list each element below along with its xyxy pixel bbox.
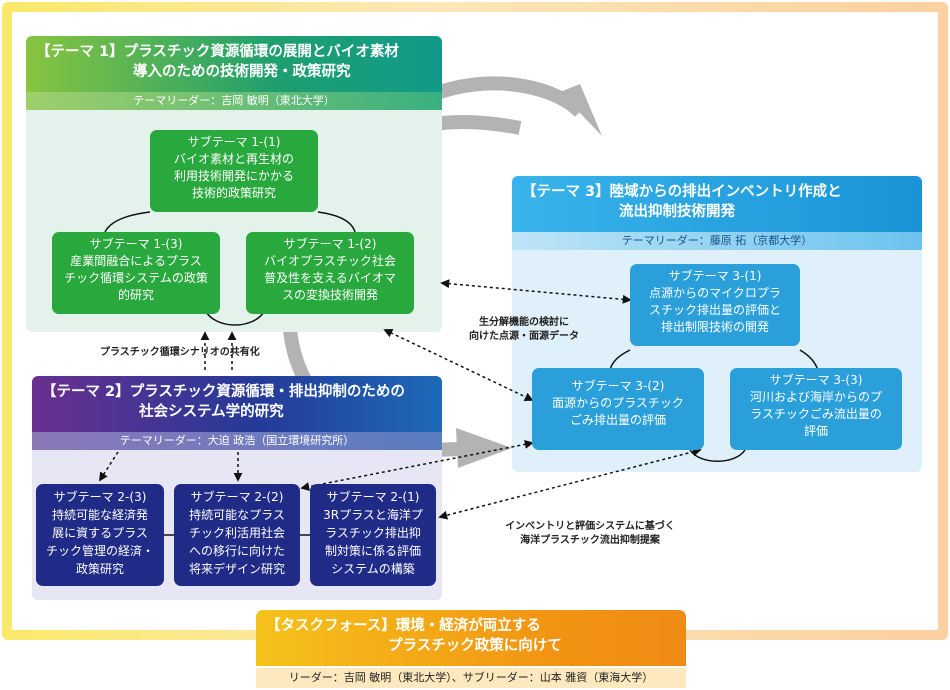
cycle-arrow-top — [437, 76, 586, 118]
theme3-cycle-arc — [689, 449, 746, 462]
theme3-header: 【テーマ 3】陸域からの排出インベントリ作成と 流出抑制技術開発 — [512, 176, 922, 232]
subtheme-1-2-line2: 普及性を支えるバイオマ — [264, 271, 396, 285]
theme3-title-line2: 流出抑制技術開発 — [619, 204, 735, 220]
taskforce-leader: リーダー：吉岡 敏明（東北大学）、サブリーダー：山本 雅資（東海大学） — [256, 668, 686, 688]
subtheme-3-2-line1: 面源からのプラスチック — [552, 396, 684, 410]
note-biodegradation: 生分解機能の検討に 向けた点源・面源データ — [444, 316, 604, 344]
subtheme-3-1-line3: 排出制限技術の開発 — [660, 320, 769, 334]
note-inventory: インベントリと評価システムに基づく 海洋プラスチック流出抑制提案 — [470, 520, 710, 548]
theme2-title-line2: 社会システム学的研究 — [139, 404, 284, 420]
subtheme-3-1-title: サブテーマ 3-(1) — [668, 269, 762, 283]
subtheme-1-1-line3: 技術的政策研究 — [191, 186, 276, 200]
subtheme-2-3-line1: 持続可能な経済発 — [51, 508, 148, 522]
arrow-3-2-to-2-2 — [300, 439, 534, 492]
note-inventory-line1: インベントリと評価システムに基づく — [505, 521, 675, 532]
taskforce-title-line2: プラスチック政策に向けて — [388, 638, 562, 654]
subtheme-2-2-title: サブテーマ 2-(2) — [190, 490, 284, 504]
cycle-arrow-top-head — [560, 84, 602, 136]
subtheme-2-1-line4: システムの構築 — [331, 562, 415, 576]
subtheme-2-3: サブテーマ 2-(3) 持続可能な経済発 展に資するプラス チック管理の経済・ … — [36, 484, 164, 586]
arrow-1-2-to-3-1 — [440, 279, 632, 304]
theme1-cycle-arc — [204, 309, 266, 326]
subtheme-2-3-line2: 展に資するプラス — [52, 526, 148, 540]
subtheme-1-2-line3: スの変換技術開発 — [281, 288, 378, 302]
theme2-header: 【テーマ 2】プラスチック資源循環・排出抑制のための 社会システム学的研究 — [32, 376, 442, 432]
subtheme-2-2-line4: 将来デザイン研究 — [188, 562, 285, 576]
subtheme-3-3-line3: 評価 — [803, 424, 828, 438]
subtheme-2-1-line2: ラスチック排出抑 — [325, 526, 421, 540]
subtheme-3-3: サブテーマ 3-(3) 河川および海岸からのプ ラスチックごみ流出量の 評価 — [730, 368, 902, 450]
theme1-header: 【テーマ 1】プラスチック資源循環の展開とバイオ素材 導入のための技術開発・政策… — [26, 36, 442, 92]
subtheme-2-1: サブテーマ 2-(1) 3Rプラスと海洋プ ラスチック排出抑 制対策に係る評価 … — [310, 484, 436, 586]
subtheme-1-3-line3: 的研究 — [117, 288, 154, 302]
theme1-cycle-arc-right — [317, 211, 356, 233]
subtheme-2-2-line3: への移行に向けた — [188, 544, 285, 558]
subtheme-1-3-line2: チック循環システムの政策 — [64, 271, 208, 285]
subtheme-3-2-title: サブテーマ 3-(2) — [571, 379, 665, 393]
taskforce-header: 【タスクフォース】環境・経済が両立する プラスチック政策に向けて — [256, 610, 686, 666]
subtheme-2-2-line2: チック利活用社会 — [188, 526, 285, 540]
subtheme-2-3-title: サブテーマ 2-(3) — [53, 490, 147, 504]
theme3-cycle-arc-left — [609, 349, 631, 371]
theme1-cycle-arc-left — [104, 211, 151, 233]
theme3-leader: テーマリーダー：藤原 拓（京都大学） — [512, 232, 922, 250]
subtheme-3-2: サブテーマ 3-(2) 面源からのプラスチック ごみ排出量の評価 — [532, 368, 704, 450]
subtheme-3-3-title: サブテーマ 3-(3) — [769, 373, 863, 387]
subtheme-3-1-line2: スチック排出量の評価と — [648, 303, 781, 317]
subtheme-2-1-line1: 3Rプラスと海洋プ — [323, 508, 423, 522]
subtheme-2-2-line1: 持続可能なプラス — [189, 508, 285, 522]
subtheme-1-3-title: サブテーマ 1-(3) — [89, 237, 183, 251]
taskforce-title-line1: 【タスクフォース】環境・経済が両立する — [266, 618, 541, 634]
subtheme-1-2: サブテーマ 1-(2) バイオプラスチック社会 普及性を支えるバイオマ スの変換… — [246, 232, 414, 314]
theme3-title-line1: 【テーマ 3】陸域からの排出インベントリ作成と — [522, 184, 842, 200]
subtheme-2-1-title: サブテーマ 2-(1) — [326, 490, 420, 504]
subtheme-1-3-line1: 産業間融合によるプラス — [70, 254, 202, 268]
subtheme-2-1-line3: 制対策に係る評価 — [324, 544, 421, 558]
theme1-title-line1: 【テーマ 1】プラスチック資源循環の展開とバイオ素材 — [36, 44, 399, 60]
subtheme-1-1-title: サブテーマ 1-(1) — [187, 135, 281, 149]
note-biodegradation-line2: 向けた点源・面源データ — [469, 331, 579, 342]
subtheme-3-1-line1: 点源からのマイクロプラ — [649, 286, 781, 300]
arrow-3-3-to-2-1 — [438, 447, 702, 520]
theme1-leader: テーマリーダー：吉岡 敏明（東北大学） — [26, 92, 442, 110]
subtheme-1-1-line2: 利用技術開発にかかる — [173, 169, 294, 183]
theme1-title-line2: 導入のための技術開発・政策研究 — [133, 64, 351, 80]
subtheme-3-2-line2: ごみ排出量の評価 — [569, 413, 666, 427]
subtheme-3-3-line2: ラスチックごみ流出量の — [750, 407, 882, 421]
subtheme-1-2-title: サブテーマ 1-(2) — [283, 237, 377, 251]
subtheme-1-1: サブテーマ 1-(1) バイオ素材と再生材の 利用技術開発にかかる 技術的政策研… — [150, 130, 318, 212]
subtheme-1-2-line1: バイオプラスチック社会 — [264, 254, 396, 268]
subtheme-3-1: サブテーマ 3-(1) 点源からのマイクロプラ スチック排出量の評価と 排出制限… — [630, 264, 800, 346]
arrow-theme2-to-2-3 — [99, 451, 119, 482]
subtheme-1-3: サブテーマ 1-(3) 産業間融合によるプラス チック循環システムの政策 的研究 — [52, 232, 220, 314]
note-inventory-line2: 海洋プラスチック流出抑制提案 — [520, 535, 660, 546]
subtheme-3-3-line1: 河川および海岸からのプ — [749, 390, 882, 404]
theme3-cycle-arc-right — [799, 349, 819, 371]
subtheme-2-2: サブテーマ 2-(2) 持続可能なプラス チック利活用社会 への移行に向けた 将… — [174, 484, 300, 586]
subtheme-2-3-line3: チック管理の経済・ — [45, 544, 154, 558]
subtheme-1-1-line1: バイオ素材と再生材の — [173, 152, 294, 166]
note-biodegradation-line1: 生分解機能の検討に — [479, 317, 569, 328]
note-scenario: プラスチック循環シナリオの共有化 — [100, 347, 260, 358]
subtheme-2-3-line4: 政策研究 — [75, 562, 124, 576]
theme2-title-line1: 【テーマ 2】プラスチック資源循環・排出抑制のための — [42, 384, 405, 400]
